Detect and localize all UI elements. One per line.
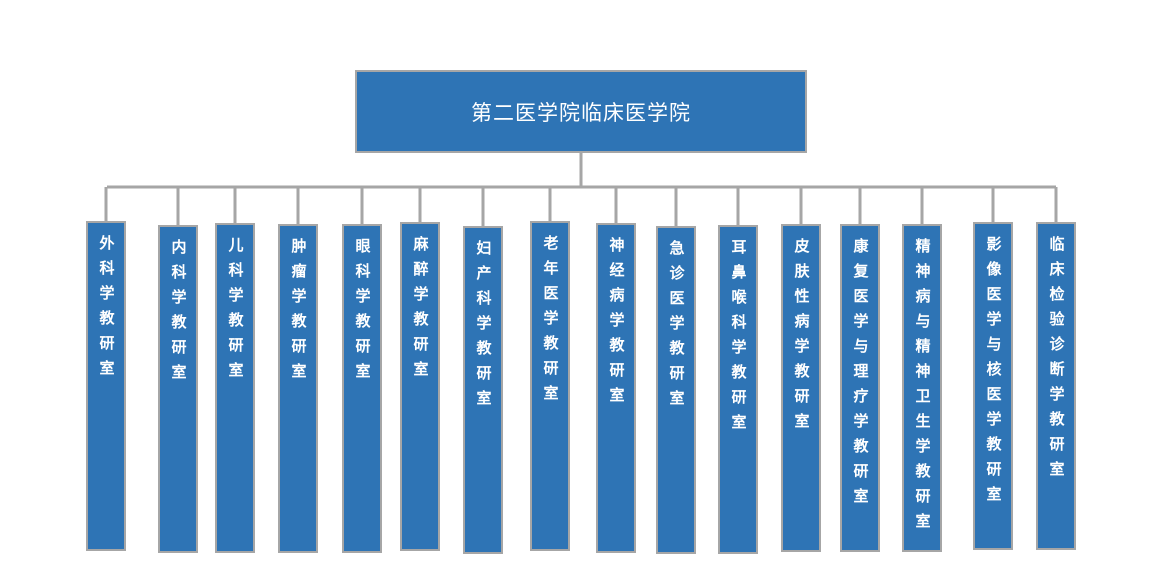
department-drop-lines (104, 187, 1058, 226)
dept-node-label: 外科学教研室 (97, 235, 116, 385)
dept-node-label: 康复医学与理疗学教研室 (851, 238, 870, 513)
dept-node-geriatrics: 老年医学教研室 (530, 221, 570, 551)
dept-node-oncology: 肿瘤学教研室 (278, 224, 318, 553)
dept-node-obstetrics-gynecology: 妇产科学教研室 (463, 226, 503, 554)
dept-node-label: 老年医学教研室 (541, 235, 560, 410)
dept-node-ophthalmology: 眼科学教研室 (342, 224, 382, 553)
dept-node-surgery: 外科学教研室 (86, 221, 126, 551)
dept-node-label: 妇产科学教研室 (474, 240, 493, 415)
dept-node-otolaryngology: 耳鼻喉科学教研室 (718, 225, 758, 554)
dept-node-label: 急诊医学教研室 (667, 240, 686, 415)
dept-node-label: 肿瘤学教研室 (289, 238, 308, 388)
dept-node-pediatrics: 儿科学教研室 (215, 223, 255, 553)
root-node-label: 第二医学院临床医学院 (471, 100, 691, 125)
dept-node-label: 精神病与精神卫生学教研室 (913, 238, 932, 538)
dept-node-medical-imaging: 影像医学与核医学教研室 (973, 222, 1013, 550)
dept-node-psychiatry: 精神病与精神卫生学教研室 (902, 224, 942, 552)
dept-node-clinical-laboratory: 临床检验诊断学教研室 (1036, 222, 1076, 550)
dept-node-label: 眼科学教研室 (353, 238, 372, 388)
dept-node-label: 麻醉学教研室 (411, 236, 430, 386)
dept-node-internal-medicine: 内科学教研室 (158, 225, 198, 553)
dept-node-label: 皮肤性病学教研室 (792, 238, 811, 438)
root-node-college: 第二医学院临床医学院 (355, 70, 807, 153)
dept-node-label: 临床检验诊断学教研室 (1047, 236, 1066, 486)
dept-node-anesthesiology: 麻醉学教研室 (400, 222, 440, 551)
dept-node-dermatology: 皮肤性病学教研室 (781, 224, 821, 552)
dept-node-label: 神经病学教研室 (607, 237, 626, 412)
dept-node-label: 耳鼻喉科学教研室 (729, 239, 748, 439)
dept-node-label: 影像医学与核医学教研室 (984, 236, 1003, 511)
dept-node-rehabilitation: 康复医学与理疗学教研室 (840, 224, 880, 552)
dept-node-neurology: 神经病学教研室 (596, 223, 636, 553)
dept-node-label: 儿科学教研室 (226, 237, 245, 387)
dept-node-emergency-medicine: 急诊医学教研室 (656, 226, 696, 554)
dept-node-label: 内科学教研室 (169, 239, 188, 389)
